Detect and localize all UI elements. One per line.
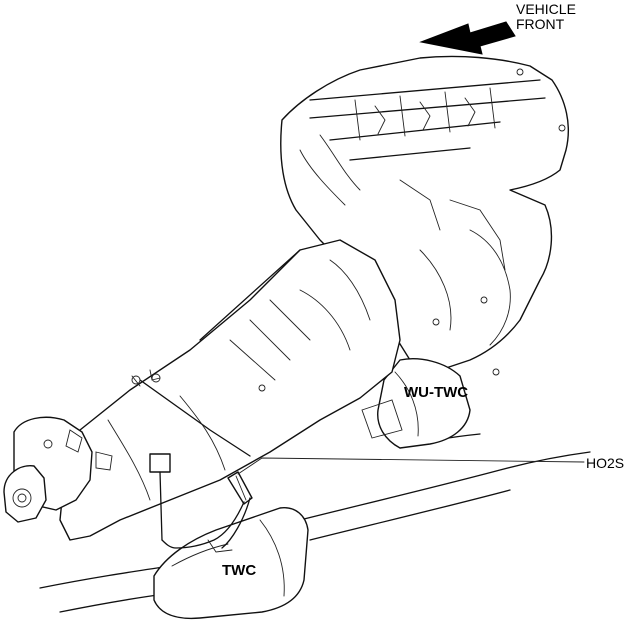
transmission — [59, 239, 401, 541]
vehicle-front-arrow-icon — [419, 21, 516, 55]
twc-label: TWC — [222, 562, 257, 579]
wu-twc-label: WU-TWC — [404, 384, 469, 401]
twc-converter — [153, 507, 309, 620]
wu-twc-converter — [361, 358, 471, 449]
ho2s-sensor — [149, 453, 585, 553]
ho2s-label: HO2S — [586, 455, 625, 471]
tail-housing — [3, 416, 113, 523]
vehicle-front-line-1: VEHICLE — [516, 1, 576, 17]
engine — [280, 55, 569, 376]
vehicle-front-line-2: FRONT — [516, 16, 565, 33]
vehicle-front-label: VEHICLE FRONT — [516, 1, 576, 33]
